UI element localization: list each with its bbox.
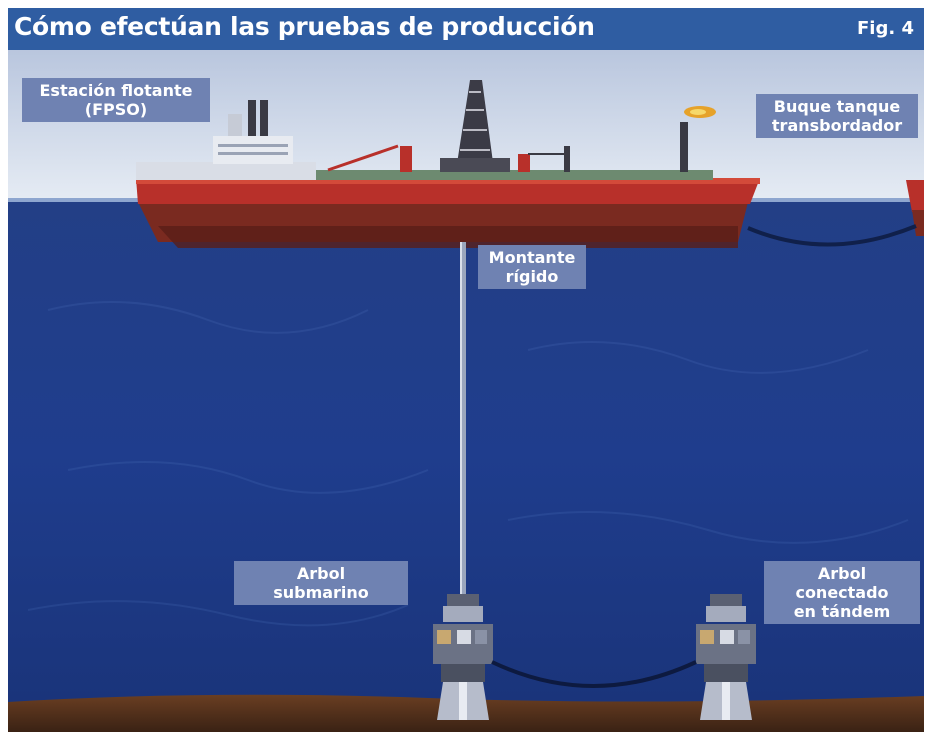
tandem-flowline [491,660,697,688]
figure-number: Fig. 4 [857,18,914,39]
tandem-subsea-tree [696,594,756,720]
shuttle-tanker [906,180,924,236]
label-subsea-tree: Arbol submarino [234,561,408,605]
label-tandem-tree: Arbol conectado en tándem [764,561,920,624]
label-rigid-riser: Montante rígido [478,245,586,289]
label-shuttle-tanker: Buque tanque transbordador [756,94,918,138]
production-test-scene [8,50,924,732]
title-bar: Cómo efectúan las pruebas de producción … [8,8,924,50]
transfer-hose [747,224,917,247]
figure-title: Cómo efectúan las pruebas de producción [14,12,595,41]
fpso-ship [136,80,760,248]
label-fpso: Estación flotante (FPSO) [22,78,210,122]
subsea-tree [433,594,493,720]
figure: Cómo efectúan las pruebas de producción … [8,8,924,732]
rigid-riser [460,242,466,602]
